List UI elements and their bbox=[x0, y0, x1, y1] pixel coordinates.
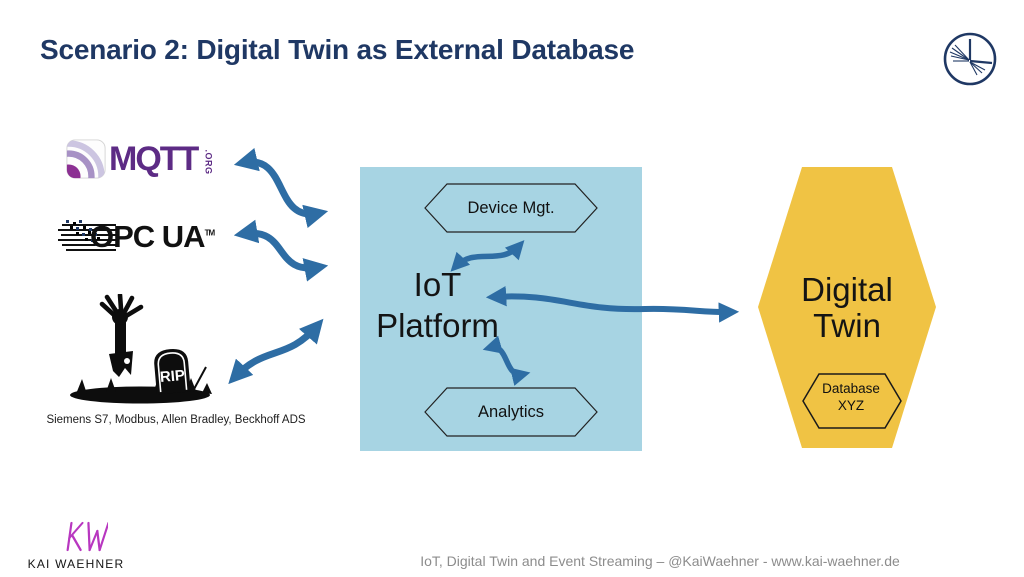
rip-label: RIP bbox=[159, 367, 185, 386]
footer-caption: IoT, Digital Twin and Event Streaming – … bbox=[420, 553, 900, 569]
digital-twin-title: Digital Twin bbox=[801, 271, 893, 344]
kw-logo-icon bbox=[66, 521, 108, 552]
arrow-mqtt-platform bbox=[233, 147, 329, 229]
mqtt-logo: MQTT .ORG bbox=[66, 139, 221, 179]
mqtt-org-suffix: .ORG bbox=[203, 149, 214, 175]
analytics-hexagon: Analytics bbox=[424, 387, 598, 437]
database-xyz-hexagon bbox=[802, 373, 902, 429]
page-title: Scenario 2: Digital Twin as External Dat… bbox=[40, 34, 635, 65]
opcua-speedlines-icon bbox=[58, 220, 116, 251]
site-logo-icon bbox=[943, 32, 997, 86]
opcua-logo: OPC UATM bbox=[58, 219, 233, 255]
device-mgt-hexagon: Device Mgt. bbox=[424, 183, 598, 233]
mqtt-wordmark: MQTT bbox=[109, 140, 199, 178]
device-mgt-label: Device Mgt. bbox=[467, 198, 555, 217]
opcua-wordmark: OPC UATM bbox=[90, 219, 216, 254]
opcua-trademark: TM bbox=[204, 228, 216, 238]
digital-twin-hexagon bbox=[758, 167, 936, 448]
arrow-opcua-platform bbox=[233, 219, 329, 282]
kw-brand-name: KAI WAEHNER bbox=[27, 557, 125, 571]
iot-platform-title: IoT Platform bbox=[376, 266, 499, 344]
analytics-label: Analytics bbox=[477, 402, 545, 421]
legacy-protocols-caption: Siemens S7, Modbus, Allen Bradley, Beckh… bbox=[46, 414, 306, 426]
arrow-legacy-platform bbox=[228, 318, 324, 385]
dead-protocols-icon: RIP bbox=[70, 294, 212, 404]
mqtt-signal-icon bbox=[66, 139, 106, 179]
database-xyz-label: Database XYZ bbox=[822, 381, 880, 413]
